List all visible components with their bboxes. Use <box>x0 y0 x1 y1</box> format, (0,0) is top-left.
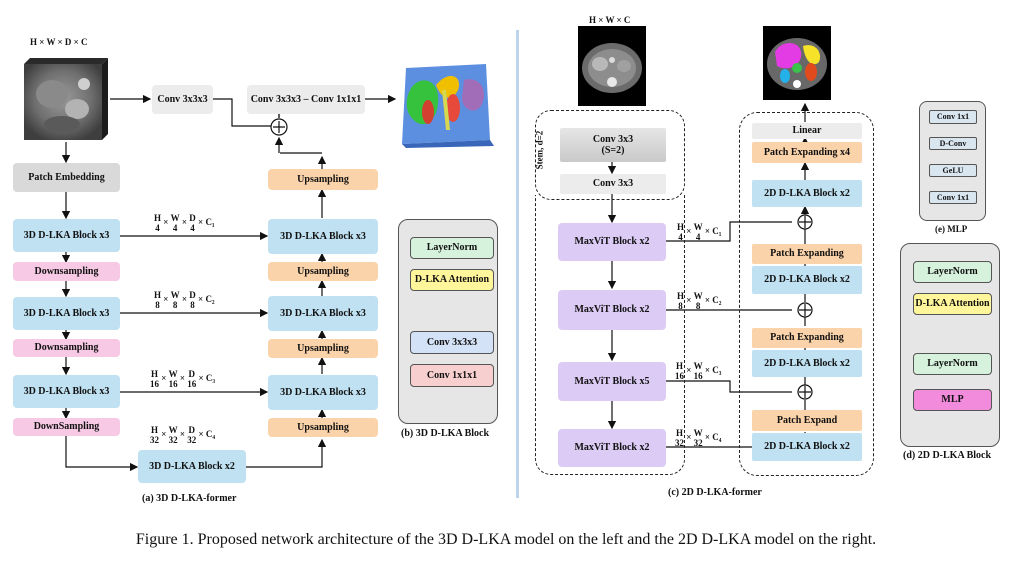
stem-group <box>535 110 685 200</box>
seg-slice-graphic <box>767 38 827 90</box>
enc-3d-block-2: 3D D-LKA Block x3 <box>13 297 120 330</box>
upsampling-top: Upsampling <box>268 169 378 190</box>
stem-conv-s2: Conv 3x3 (S=2) <box>560 128 666 162</box>
decoder-group <box>739 112 874 476</box>
patch-expanding-x4: Patch Expanding x4 <box>752 142 862 163</box>
dash-symbol: – <box>303 93 309 105</box>
maxvit-block-1: MaxViT Block x2 <box>558 223 666 261</box>
caption-3d-block: (b) 3D D-LKA Block <box>401 428 490 439</box>
dec-3d-block-2: 3D D-LKA Block x3 <box>268 296 378 331</box>
mlp-gelu: GeLU <box>929 164 977 177</box>
maxvit-block-4: MaxViT Block x2 <box>558 429 666 467</box>
layernorm-2d-2: LayerNorm <box>913 353 992 375</box>
mlp-conv1x1-b: Conv 1x1 <box>929 191 977 204</box>
ct-volume-graphic <box>24 58 108 140</box>
patch-expand-3: Patch Expand <box>752 410 862 431</box>
linear-box: Linear <box>752 123 862 139</box>
dlka-attention-3d: D-LKA Attention <box>410 269 494 291</box>
dec-3d-block-1: 3D D-LKA Block x3 <box>268 219 378 254</box>
section-divider <box>516 30 519 498</box>
enc-3d-block-1: 3D D-LKA Block x3 <box>13 219 120 252</box>
upsampling-2: Upsampling <box>268 262 378 281</box>
maxvit-block-2: MaxViT Block x2 <box>558 290 666 330</box>
ct-slice-image <box>578 26 646 106</box>
bottleneck-3d-block: 3D D-LKA Block x2 <box>138 450 246 483</box>
layernorm-2d-1: LayerNorm <box>913 261 992 283</box>
segmentation-3d-image <box>398 60 494 148</box>
dec-2d-block-1: 2D D-LKA Block x2 <box>752 180 862 207</box>
dec-2d-block-3: 2D D-LKA Block x2 <box>752 350 862 377</box>
dec-2d-block-4: 2D D-LKA Block x2 <box>752 433 862 461</box>
stem-conv-label: Conv 3x3 <box>592 133 634 145</box>
stem-conv-3x3: Conv 3x3 <box>560 174 666 194</box>
conv-1x1x1-label: Conv 1x1x1 <box>311 93 362 105</box>
downsampling-1: Downsampling <box>13 262 120 281</box>
conv-3x3x3-label: Conv 3x3x3 <box>250 93 301 105</box>
dec-3d-block-3: 3D D-LKA Block x3 <box>268 375 378 410</box>
segmentation-3d-graphic <box>402 64 494 148</box>
stem-stride-label: (S=2) <box>601 145 625 156</box>
maxvit-block-3: MaxViT Block x5 <box>558 362 666 401</box>
ct-slice-graphic <box>582 43 642 93</box>
patch-expanding-1: Patch Expanding <box>752 244 862 264</box>
conv-3x3x3-block: Conv 3x3x3 <box>410 331 494 354</box>
dlka-attention-2d: D-LKA Attention <box>913 293 992 315</box>
stem-label: Stem, d=2 <box>534 130 545 170</box>
mlp-conv1x1-a: Conv 1x1 <box>929 110 977 124</box>
upsampling-3: Upsampling <box>268 339 378 358</box>
layernorm-3d: LayerNorm <box>410 237 494 259</box>
downsampling-3: DownSampling <box>13 418 120 436</box>
input-image-dims: H × W × C <box>589 15 631 25</box>
downsampling-2: Downsampling <box>13 339 120 357</box>
seg-slice-image <box>763 26 831 100</box>
conv-1x1x1-block: Conv 1x1x1 <box>410 364 494 387</box>
dec-2d-block-2: 2D D-LKA Block x2 <box>752 266 862 294</box>
encoder-group <box>535 195 685 475</box>
conv-3x3x3-right-box: Conv 3x3x3 – Conv 1x1x1 <box>247 85 365 114</box>
input-volume-dims: H × W × D × C <box>30 37 88 47</box>
enc-3d-block-3: 3D D-LKA Block x3 <box>13 375 120 408</box>
mlp-block-2d: MLP <box>913 389 992 411</box>
upsampling-4: Upsampling <box>268 418 378 437</box>
caption-3d-former: (a) 3D D-LKA-former <box>142 493 237 504</box>
caption-2d-former: (c) 2D D-LKA-former <box>668 487 762 498</box>
caption-2d-block: (d) 2D D-LKA Block <box>903 450 992 461</box>
caption-mlp: (e) MLP <box>935 224 968 234</box>
figure-caption: Figure 1. Proposed network architecture … <box>135 531 877 548</box>
conv-3x3x3-top-box: Conv 3x3x3 <box>152 85 213 114</box>
mlp-dconv: D-Conv <box>929 137 977 150</box>
patch-embedding-box: Patch Embedding <box>13 163 120 192</box>
patch-expanding-2: Patch Expanding <box>752 328 862 348</box>
ct-volume-image <box>22 54 110 142</box>
